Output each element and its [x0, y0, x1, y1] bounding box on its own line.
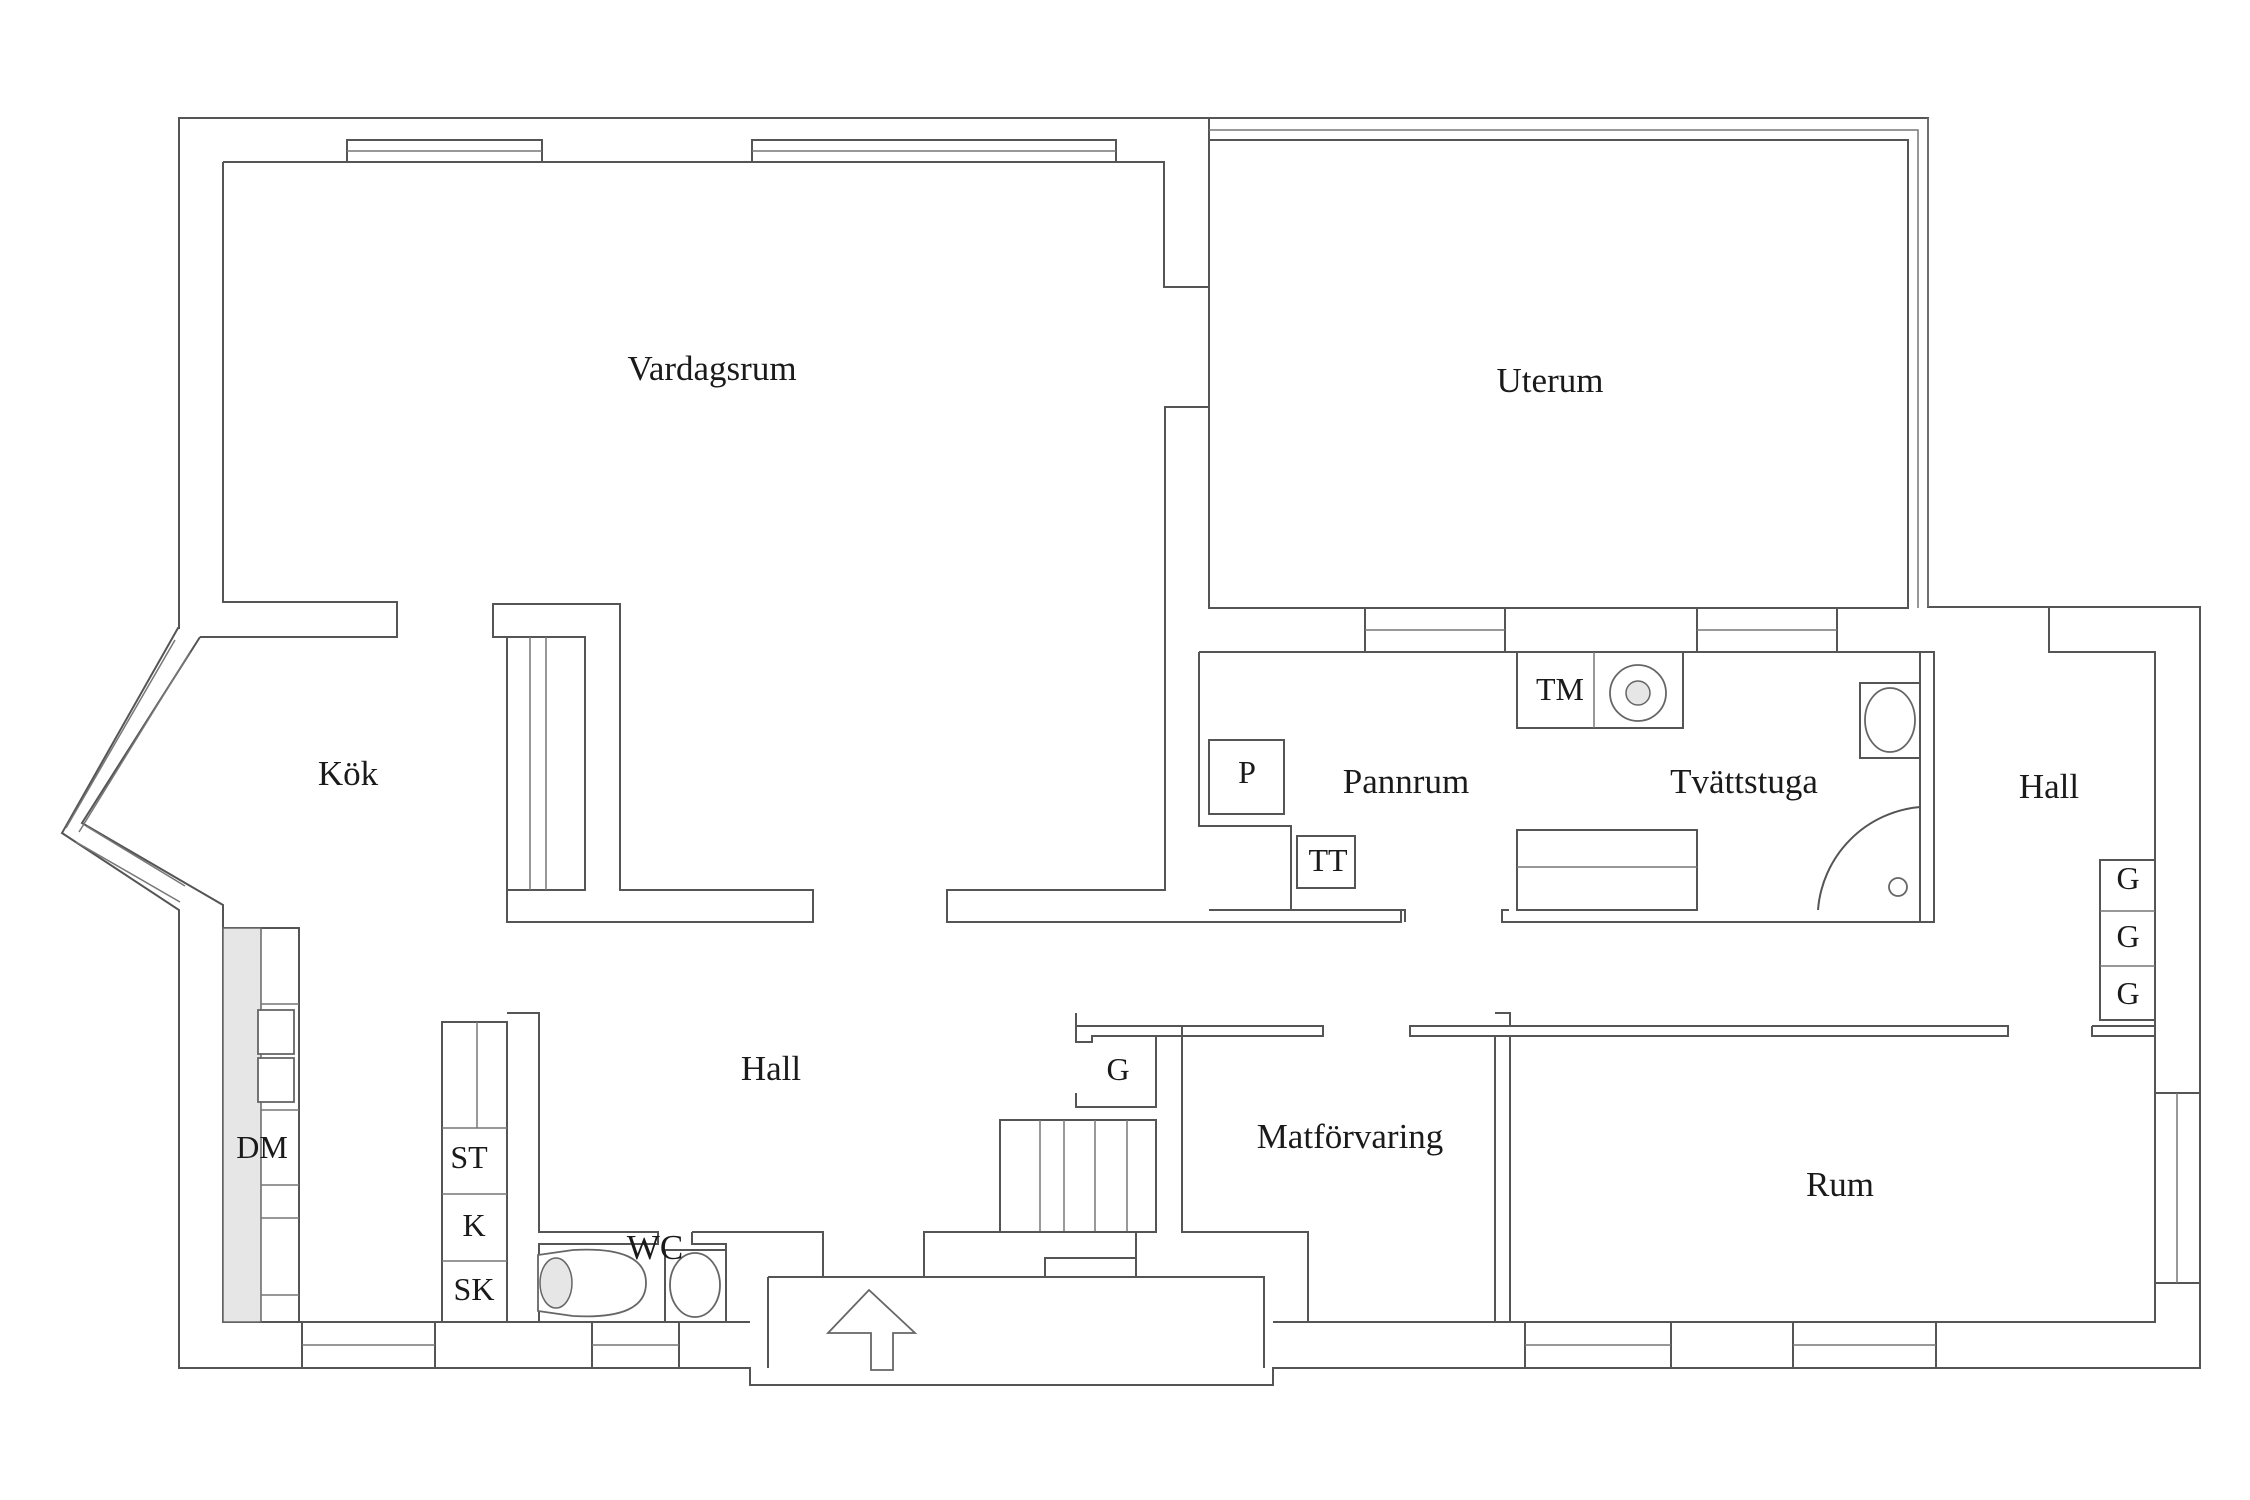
shower-drain — [1888, 877, 1908, 897]
matforvaring-north — [1182, 1025, 1324, 1037]
rum-north — [1409, 1025, 2009, 1037]
label-g-3: G — [2116, 975, 2139, 1011]
kitchen-counter-edge — [222, 927, 262, 1323]
pannrum-wall — [1199, 651, 1921, 923]
uterum-glass-top — [1209, 129, 1919, 608]
hall-east-stub — [2091, 1025, 2155, 1037]
kitchen-sink-1 — [257, 1009, 295, 1055]
label-vardagsrum: Vardagsrum — [627, 349, 796, 388]
kitchen-bay-window — [80, 636, 224, 1322]
fixtures — [257, 664, 1921, 1371]
tvattstuga-sink — [1864, 687, 1916, 753]
kitchen-sink-2 — [257, 1057, 295, 1103]
g-closet — [1075, 1035, 1157, 1108]
tvattstuga-bench — [1516, 829, 1698, 911]
label-g-1: G — [2116, 860, 2139, 896]
uterum-top-wall — [1208, 118, 1909, 609]
hall-east-closets — [2099, 859, 2156, 1021]
pannrum-west — [1198, 652, 1406, 922]
kitchen-cabinets-column — [441, 1021, 508, 1323]
tt-box — [1296, 835, 1356, 889]
label-kok: Kök — [318, 754, 379, 793]
fixture-labels: TM P TT G G G G DM ST K SK — [236, 671, 2139, 1307]
vardagsrum-left-inner — [200, 162, 398, 638]
label-dm: DM — [236, 1129, 288, 1165]
label-sk: SK — [454, 1271, 495, 1307]
fireplace-wall — [492, 603, 814, 923]
label-g-2: G — [2116, 918, 2139, 954]
label-matforvaring: Matförvaring — [1257, 1117, 1444, 1156]
label-st: ST — [450, 1139, 488, 1175]
label-k: K — [462, 1207, 485, 1243]
label-tt: TT — [1308, 842, 1348, 878]
stairs — [999, 1119, 1157, 1233]
label-tvattstuga: Tvättstuga — [1670, 762, 1818, 801]
stairs-bottom-step — [1044, 1257, 1137, 1278]
label-tm: TM — [1536, 671, 1584, 707]
matforvaring-west — [1181, 1036, 1309, 1322]
kitchen-bay-window-pane-2 — [78, 651, 191, 833]
label-rum: Rum — [1806, 1165, 1874, 1204]
wc-sink — [669, 1252, 721, 1318]
label-hall-main: Hall — [741, 1049, 802, 1088]
interior-walls — [222, 287, 2156, 1368]
label-g-hall: G — [1106, 1051, 1129, 1087]
matforvaring-rum-divider — [1494, 1012, 1511, 1322]
kitchen-bay-window-pane-3 — [75, 841, 181, 903]
vardagsrum-inner-wall — [223, 161, 1209, 288]
tm-sink-drain — [1625, 680, 1651, 706]
label-pannrum: Pannrum — [1343, 762, 1469, 801]
up-arrow-icon — [825, 1288, 918, 1371]
label-hall-east: Hall — [2019, 767, 2080, 806]
windows — [301, 139, 2201, 1369]
label-uterum: Uterum — [1497, 361, 1604, 400]
pannrum-tvattstuga-south — [1920, 651, 1935, 923]
vestibule — [767, 1276, 1265, 1368]
shower-arc — [1817, 806, 1921, 911]
bottom-inner-wall-right — [1273, 607, 2156, 1323]
kitchen-bay-window-pane-4 — [85, 825, 186, 887]
kitchen-bay-window-pane-1 — [65, 639, 176, 829]
wc-toilet-tank — [539, 1257, 573, 1309]
label-wc: WC — [627, 1228, 683, 1267]
vardagsrum-east-wall — [946, 287, 1402, 923]
label-p: P — [1238, 754, 1256, 790]
outer-wall-outline — [60, 117, 2201, 1386]
room-labels: Vardagsrum Uterum Kök Pannrum Tvättstuga… — [318, 349, 2080, 1267]
p-box — [1208, 739, 1285, 815]
